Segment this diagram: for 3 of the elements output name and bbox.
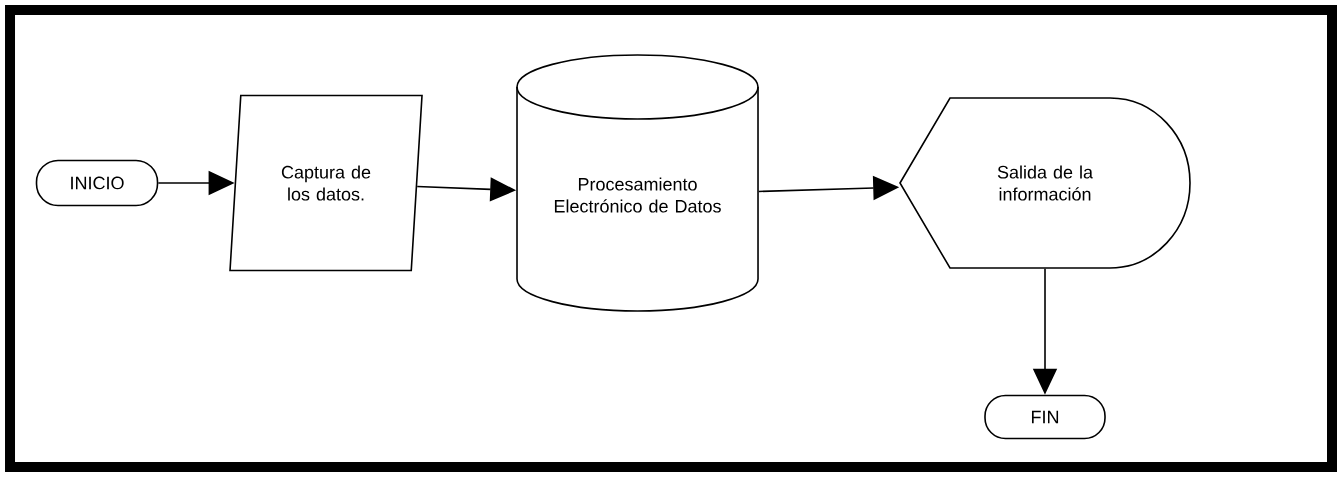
node-label: Procesamiento Electrónico de Datos	[554, 177, 721, 213]
storage-cylinder: Procesamiento Electrónico de Datos	[516, 54, 759, 312]
data-parallelogram: Captura de los datos.	[229, 94, 423, 272]
